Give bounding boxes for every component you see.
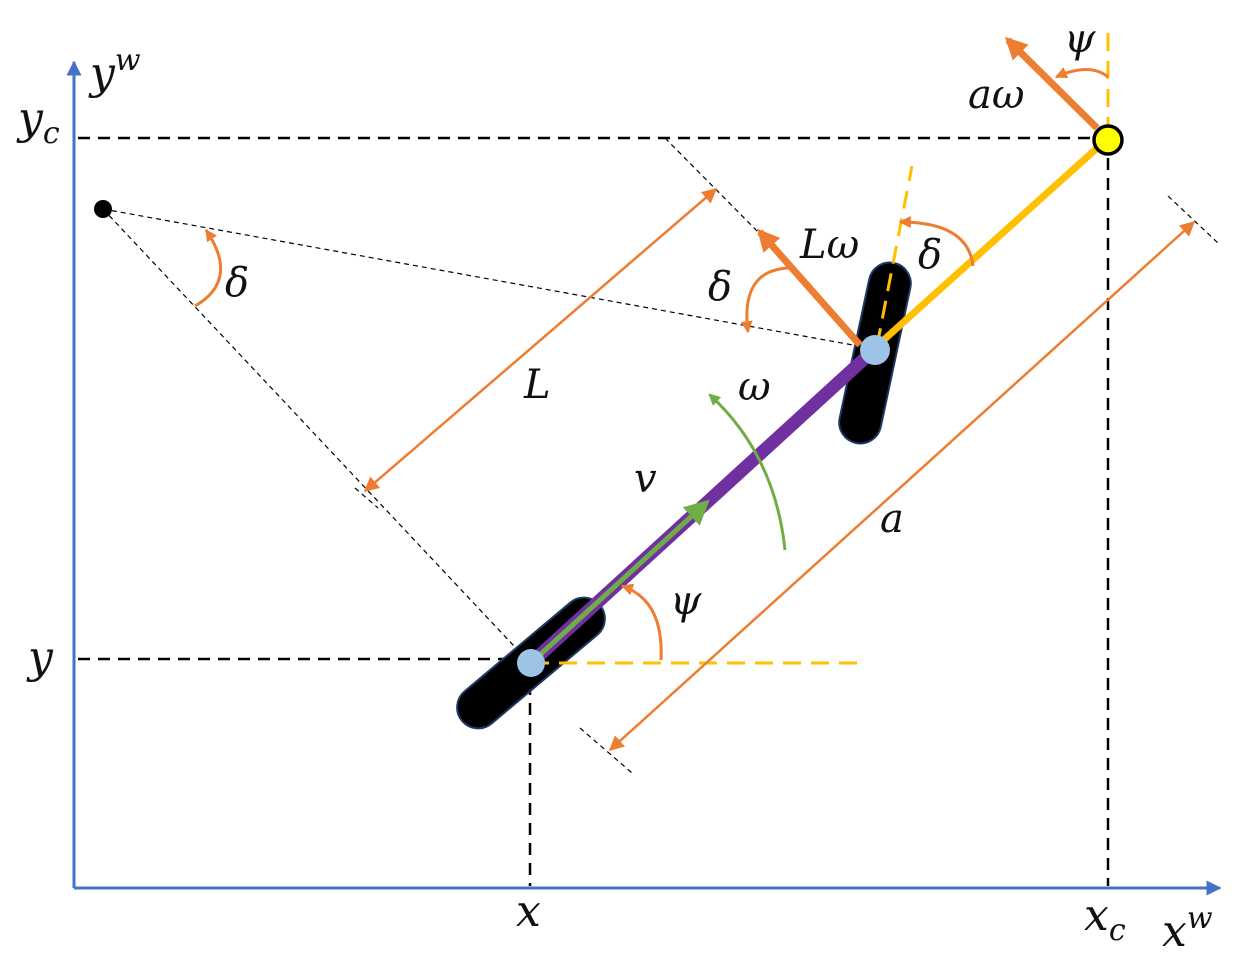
icr-to-front-line	[102, 208, 876, 350]
omega-label: ω	[738, 364, 771, 410]
xc-label: xc	[1084, 890, 1126, 948]
delta-icr-arc	[194, 229, 223, 308]
psi-rear-label: ψ	[670, 578, 702, 624]
a-omega-arrow	[1004, 36, 1100, 131]
x-axis-label: xw	[1162, 901, 1213, 957]
construction-lines	[102, 137, 1219, 774]
yc-label: yc	[16, 93, 60, 151]
icr-point	[94, 200, 112, 218]
x-label: x	[516, 886, 541, 937]
psi-rear-arc	[620, 583, 663, 661]
delta-front-label: δ	[708, 264, 732, 310]
icr-to-rear-line	[102, 208, 531, 664]
a-tick-bottom	[579, 727, 633, 774]
a-label: a	[880, 496, 904, 542]
psi-top-arc	[1054, 67, 1109, 79]
L-dimension-arrow	[363, 188, 718, 492]
v-label: v	[634, 456, 657, 502]
delta-icr-label: δ	[225, 260, 249, 306]
rear-axle-point	[517, 649, 545, 677]
delta-hitch-label: δ	[918, 232, 942, 278]
a-omega-label: aω	[968, 72, 1024, 118]
L-omega-label: Lω	[799, 222, 859, 268]
a-dimension-arrow	[608, 220, 1196, 752]
y-axis-label: yw	[88, 43, 141, 99]
hitch-point	[1092, 124, 1124, 156]
front-axle-point	[860, 335, 890, 365]
psi-top-label: ψ	[1064, 16, 1096, 62]
heading-references	[531, 28, 1110, 665]
y-label: y	[26, 632, 54, 683]
delta-front-arc	[740, 266, 790, 334]
L-omega-arrow	[757, 228, 863, 348]
L-extension-line	[664, 137, 761, 235]
projection-guides	[78, 136, 1110, 886]
a-tick-top	[1167, 195, 1219, 244]
L-label: L	[523, 362, 551, 408]
